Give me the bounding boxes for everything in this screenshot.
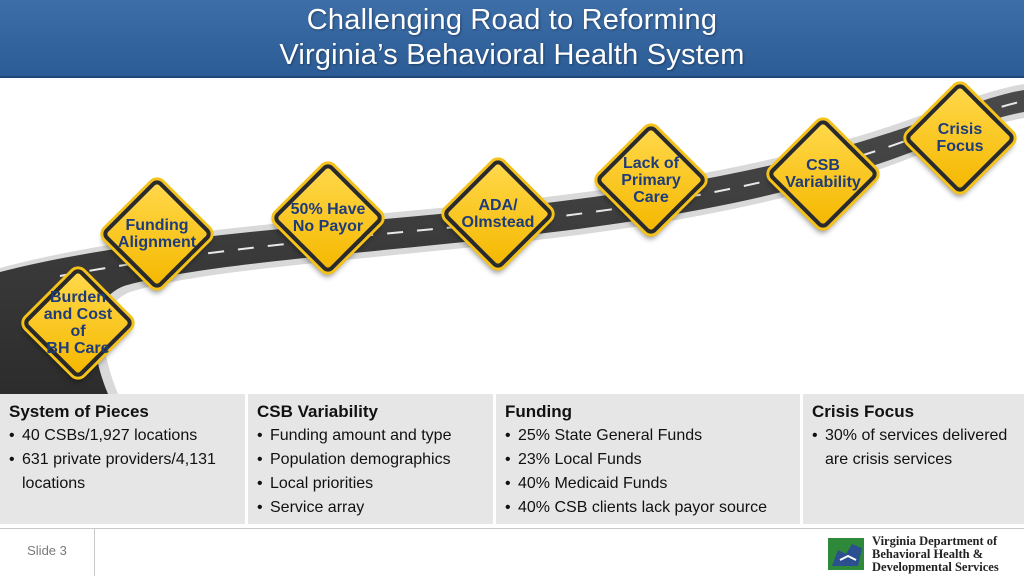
sign-crisis-focus: Crisis Focus (903, 81, 1017, 195)
column-heading: Crisis Focus (812, 402, 915, 421)
sign-ada-olmstead: ADA/ Olmstead (441, 157, 555, 271)
table-column-csb-variability: CSB Variability •Funding amount and type… (248, 394, 496, 524)
virginia-state-logo-icon (828, 538, 864, 570)
sign-csb-variability: CSB Variability (766, 117, 880, 231)
table-column-crisis-focus: Crisis Focus •30% of services delivered … (803, 394, 1024, 524)
list-item: •23% Local Funds (505, 451, 642, 468)
sign-funding-alignment-label: Funding Alignment (117, 217, 197, 251)
sign-csb-variability-label: CSB Variability (785, 157, 861, 191)
slide-number: Slide 3 (0, 529, 95, 576)
slide-header: Challenging Road to Reforming Virginia’s… (0, 0, 1024, 78)
list-item: •25% State General Funds (505, 427, 703, 444)
sign-primary-care: Lack of Primary Care (594, 123, 708, 237)
dbhds-logo: Virginia Department of Behavioral Health… (828, 533, 1020, 575)
list-item: •40% Medicaid Funds (505, 475, 668, 492)
sign-burden-label: Burden and Cost of BH Care (43, 289, 113, 357)
title-line-1: Challenging Road to Reforming (306, 4, 718, 36)
road-asphalt (0, 90, 1024, 394)
sign-no-payor: 50% Have No Payor (271, 161, 385, 275)
list-item: •40 CSBs/1,927 locations (9, 427, 198, 444)
list-item: •631 private providers/4,131 locations (9, 451, 216, 492)
list-item: •Local priorities (257, 475, 374, 492)
table-column-funding: Funding •25% State General Funds •23% Lo… (496, 394, 803, 524)
sign-ada-olmstead-label: ADA/ Olmstead (461, 197, 535, 231)
logo-text: Virginia Department of Behavioral Health… (872, 533, 999, 574)
column-heading: CSB Variability (257, 402, 378, 421)
list-item: •Funding amount and type (257, 427, 452, 444)
list-item: •40% CSB clients lack payor source (505, 499, 767, 516)
list-item: •Service array (257, 499, 365, 516)
sign-funding-alignment: Funding Alignment (100, 177, 214, 291)
title-line-2: Virginia’s Behavioral Health System (279, 39, 745, 71)
table-column-system-of-pieces: System of Pieces •40 CSBs/1,927 location… (0, 394, 248, 524)
list-item: •Population demographics (257, 451, 451, 468)
slide-footer: Slide 3 Virginia Department of Behaviora… (0, 528, 1024, 576)
summary-table: System of Pieces •40 CSBs/1,927 location… (0, 394, 1024, 524)
list-item: •30% of services delivered are crisis se… (812, 427, 1008, 468)
sign-burden: Burden and Cost of BH Care (21, 266, 135, 380)
column-heading: Funding (505, 402, 573, 421)
sign-primary-care-label: Lack of Primary Care (621, 154, 681, 206)
sign-no-payor-label: 50% Have No Payor (290, 201, 366, 235)
sign-crisis-focus-label: Crisis Focus (936, 121, 984, 155)
column-heading: System of Pieces (9, 402, 149, 421)
